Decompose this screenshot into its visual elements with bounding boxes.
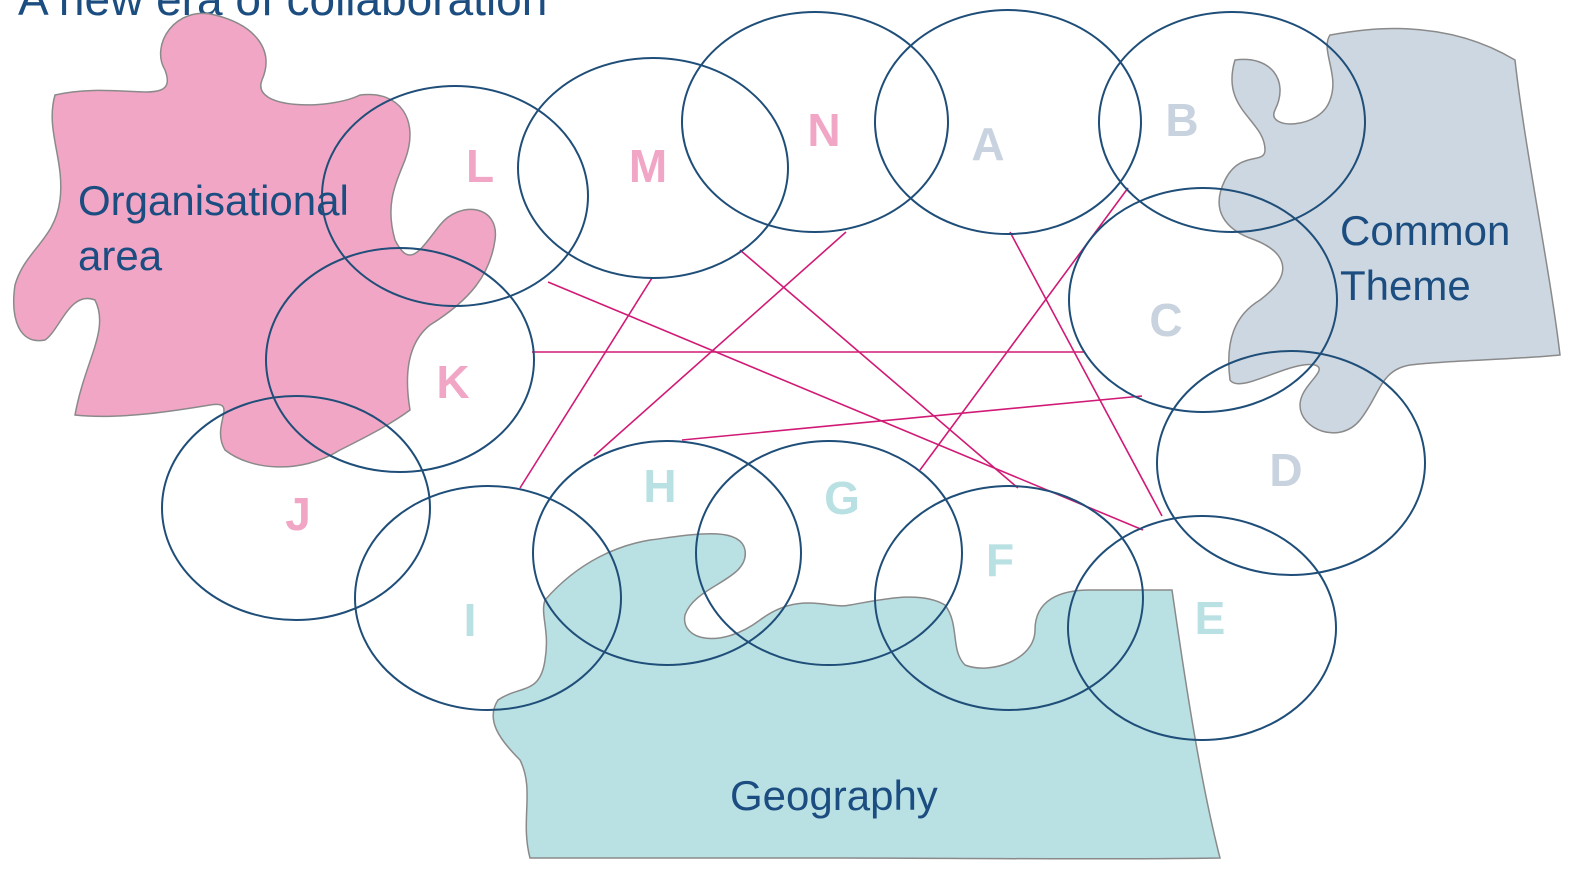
link-m-i (519, 277, 653, 489)
node-ring-h (532, 440, 802, 666)
geography-label: Geography (730, 772, 938, 819)
node-ring-m (517, 57, 789, 279)
common-theme-label-line2: Theme (1340, 262, 1471, 309)
geography-piece: Geography (492, 533, 1221, 860)
node-ring-n (681, 11, 949, 233)
node-ring-b (1098, 11, 1366, 233)
link-d-h (681, 395, 1143, 441)
node-ring-f (874, 485, 1144, 711)
node-label-l: L (466, 140, 494, 192)
link-l-e (547, 281, 1144, 531)
link-n-h (593, 231, 847, 457)
link-a-e (1009, 231, 1163, 517)
node-ring-d (1156, 350, 1426, 576)
node-labels: L M N A B C D E F G H I J K (285, 94, 1302, 646)
connection-lines (519, 187, 1163, 531)
node-label-m: M (629, 140, 667, 192)
node-ring-i (354, 485, 622, 711)
node-ring-g (695, 440, 963, 666)
node-label-j: J (285, 488, 311, 540)
node-label-i: I (464, 594, 477, 646)
organisational-area-label-line1: Organisational (78, 177, 349, 224)
organisational-area-label-line2: area (78, 232, 163, 279)
node-label-d: D (1269, 444, 1302, 496)
node-label-f: F (986, 534, 1014, 586)
node-label-k: K (436, 356, 469, 408)
common-theme-piece: Common Theme (1218, 27, 1561, 434)
link-m-f (739, 249, 1019, 489)
node-label-b: B (1165, 94, 1198, 146)
node-label-g: G (824, 472, 860, 524)
node-ring-l (321, 85, 589, 307)
page-title: A new era of collaboration (18, 0, 547, 26)
node-label-c: C (1149, 294, 1182, 346)
node-ring-c (1068, 187, 1338, 413)
node-label-h: H (643, 460, 676, 512)
organisational-area-piece: Organisational area (13, 12, 497, 468)
node-ring-a (874, 9, 1142, 235)
node-ring-k (265, 247, 535, 473)
node-label-n: N (807, 104, 840, 156)
node-label-a: A (971, 118, 1004, 170)
node-ring-e (1067, 515, 1337, 741)
node-rings (161, 9, 1426, 741)
node-label-e: E (1195, 592, 1226, 644)
common-theme-label-line1: Common (1340, 207, 1510, 254)
node-ring-j (161, 395, 431, 621)
